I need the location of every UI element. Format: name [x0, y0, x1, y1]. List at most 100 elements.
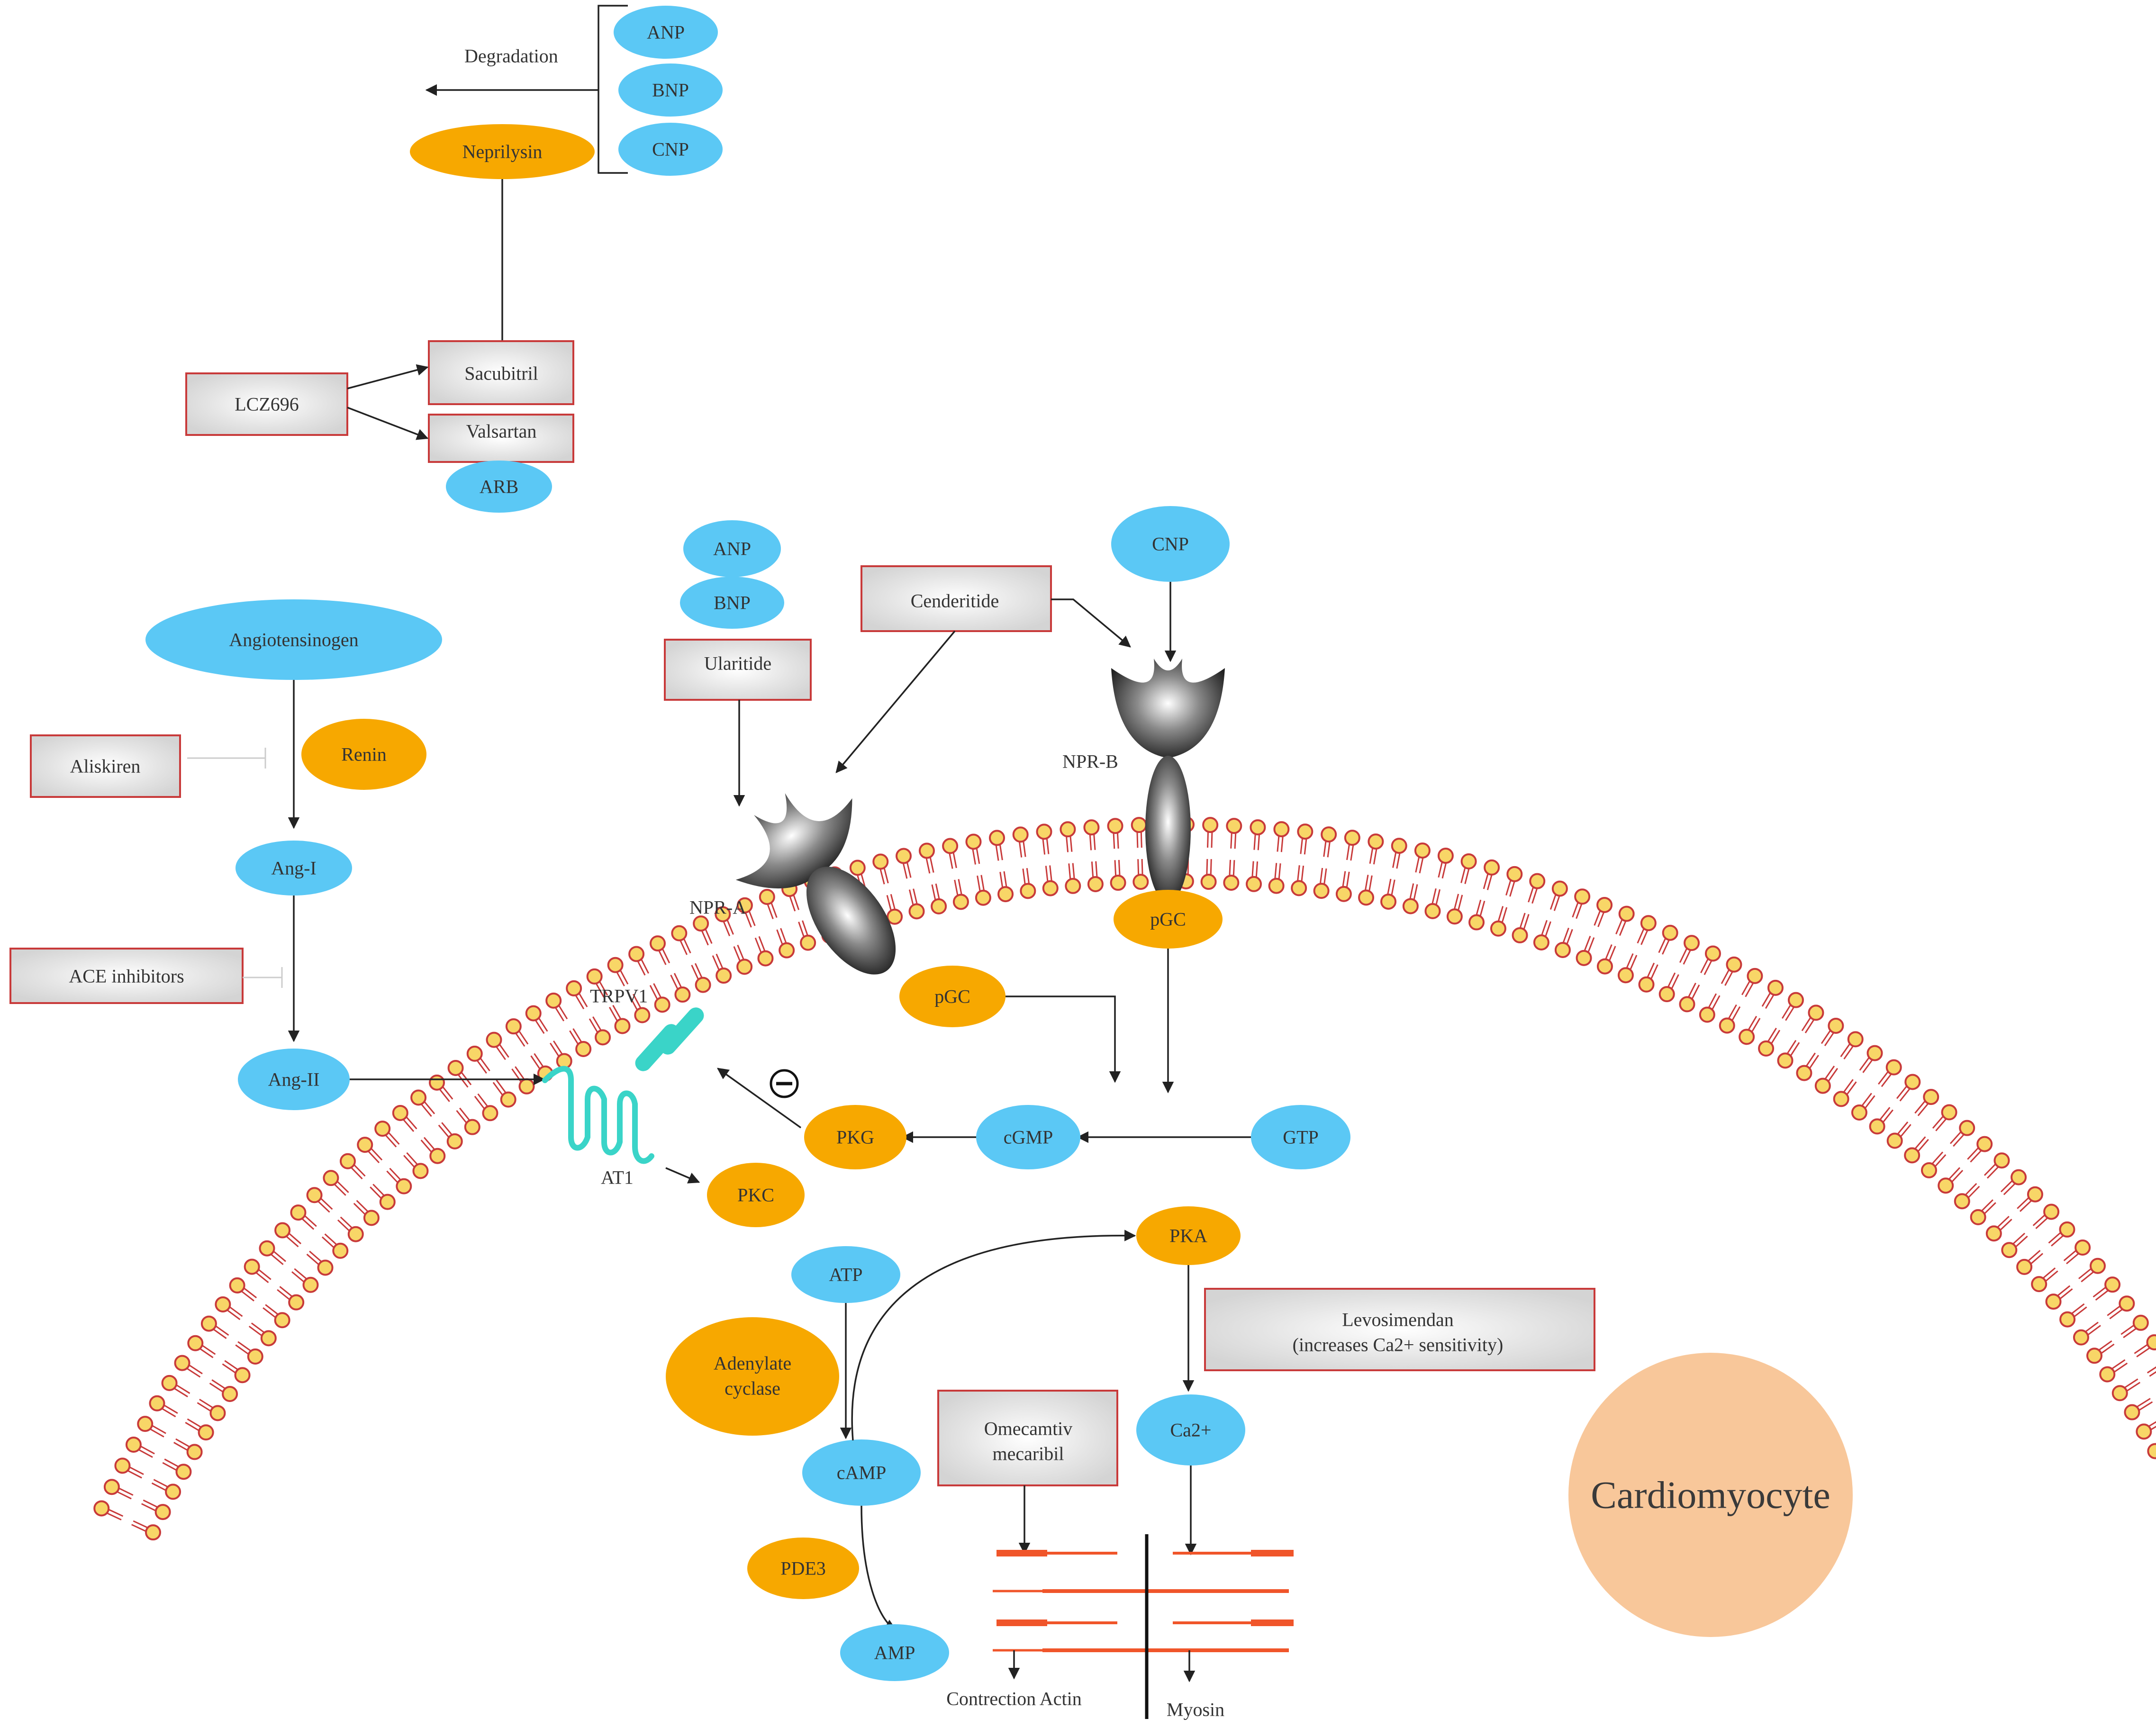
lipid-head — [1662, 924, 1678, 941]
lipid-head — [1920, 1162, 1937, 1178]
lipid-head — [260, 1330, 277, 1347]
lipid-head — [918, 842, 935, 859]
pkg-trpv1-arrow — [717, 1068, 802, 1129]
pgc-a-cgmp-arrow — [1006, 995, 1121, 1083]
lipid-head — [614, 1018, 631, 1034]
angiotensinogen-label: Angiotensinogen — [229, 629, 358, 651]
pka-label: PKA — [1169, 1225, 1207, 1247]
lipid-head — [1414, 842, 1431, 859]
lipid-head — [505, 1018, 522, 1035]
myosin-label: Myosin — [1167, 1699, 1224, 1720]
lipid-head — [1679, 996, 1695, 1013]
pkc-label: PKC — [737, 1185, 774, 1206]
lipid-head — [149, 1395, 165, 1411]
lipid-head — [2146, 1334, 2156, 1350]
lipid-head — [1551, 880, 1568, 897]
pgc-b-label: pGC — [1150, 909, 1186, 930]
lipid-head — [1132, 874, 1149, 890]
lipid-head — [1787, 992, 1804, 1008]
cgmp-node — [976, 1105, 1080, 1169]
cenderitide-group: Cenderitide — [835, 565, 1131, 773]
lipid-head — [1885, 1059, 1902, 1076]
lipid-head — [137, 1416, 154, 1432]
lipid-head — [1866, 1045, 1883, 1061]
neprilysin-node — [410, 124, 595, 179]
lipid-head — [1291, 880, 1307, 896]
lipid-head — [545, 992, 562, 1009]
lipid-head — [1904, 1074, 1921, 1090]
lipid-head — [757, 950, 774, 967]
npr-b-receptor — [1111, 659, 1225, 903]
lipid-head — [1226, 818, 1242, 834]
lipid-head — [200, 1315, 217, 1332]
bnp-label-mid: BNP — [714, 592, 751, 614]
lipid-head — [288, 1294, 305, 1311]
adenylate-cyclase-label-1: Adenylate — [714, 1353, 791, 1374]
cnp-node-top — [618, 123, 723, 176]
anp-node-top — [614, 6, 718, 59]
lipid-head — [306, 1187, 323, 1203]
lipid-head — [357, 1137, 373, 1153]
omecamtiv-box — [937, 1390, 1118, 1486]
lipid-head — [1576, 950, 1592, 966]
ca2-node — [1136, 1394, 1245, 1466]
lipid-head — [674, 986, 691, 1003]
lipid-head — [103, 1479, 120, 1495]
lipid-head — [1767, 979, 1784, 996]
camp-pka-arrow — [851, 1230, 1136, 1441]
lipid-head — [1313, 883, 1330, 899]
lipid-head — [2027, 1186, 2043, 1203]
lipid-head — [1833, 1091, 1849, 1107]
lipid-head — [1344, 830, 1360, 846]
lipid-head — [175, 1464, 192, 1480]
lipid-head — [759, 889, 775, 905]
lipid-head — [174, 1355, 190, 1371]
trpv1-label: TRPV1 — [590, 986, 648, 1007]
lipid-head — [989, 830, 1006, 846]
lipid-head — [1684, 935, 1700, 951]
pgc-a-label: pGC — [934, 986, 970, 1007]
lipid-head — [374, 1121, 391, 1137]
lipid-head — [1446, 908, 1463, 925]
lipid-head — [595, 1029, 611, 1046]
cnp-label-top: CNP — [652, 139, 689, 160]
pde3-node — [747, 1538, 859, 1599]
contraction-actin-label: Contrection Actin — [946, 1688, 1082, 1710]
lipid-head — [486, 1031, 502, 1048]
lipid-head — [125, 1437, 142, 1453]
levosimendan-label-2: (increases Ca2+ sensitivity) — [1293, 1334, 1504, 1356]
omecamtiv-label-2: mecaribil — [992, 1443, 1064, 1465]
npr-a-label: NPR-A — [689, 897, 746, 918]
lipid-head — [2119, 1295, 2135, 1312]
lipid-head — [1087, 876, 1104, 892]
lipid-head — [1808, 1004, 1824, 1021]
pkc-node — [707, 1163, 805, 1227]
lipid-head — [671, 925, 688, 941]
lipid-head — [1402, 898, 1419, 914]
lipid-head — [1658, 986, 1675, 1003]
lipid-head — [779, 942, 795, 959]
lipid-head — [1739, 1029, 1755, 1045]
lcz696-group: LCZ696 Sacubitril Valsartan ARB — [185, 340, 574, 513]
bnp-node-top — [618, 63, 723, 117]
at1-shape — [542, 1066, 654, 1164]
aliskiren-label: Aliskiren — [70, 756, 141, 777]
lipid-head — [952, 894, 969, 910]
lipid-head — [1490, 920, 1506, 937]
lipid-head — [997, 886, 1014, 903]
lipid-head — [965, 833, 982, 850]
lipid-head — [2016, 1258, 2033, 1275]
lipid-head — [198, 1424, 214, 1441]
lipid-head — [1202, 817, 1219, 833]
cenderitide-box — [861, 565, 1052, 632]
ca2-label: Ca2+ — [1170, 1420, 1212, 1441]
lipid-head — [1886, 1132, 1903, 1149]
lipid-head — [1512, 927, 1528, 943]
cenderitide-label: Cenderitide — [911, 590, 999, 612]
trpv1-subunit-right — [660, 1007, 704, 1055]
lipid-head — [500, 1091, 516, 1108]
lipid-head — [1437, 848, 1454, 864]
lipid-head — [2111, 1385, 2128, 1402]
lipid-head — [229, 1277, 245, 1294]
